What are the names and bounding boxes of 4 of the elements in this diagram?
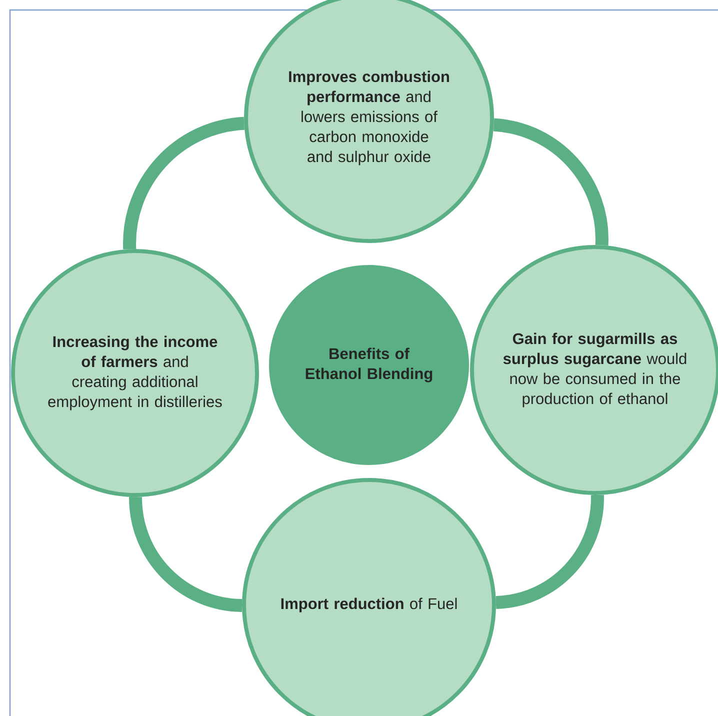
ring-arc — [495, 494, 604, 609]
ring-arc — [493, 118, 608, 246]
ring-arc — [129, 496, 242, 612]
ring-arc — [123, 116, 245, 250]
